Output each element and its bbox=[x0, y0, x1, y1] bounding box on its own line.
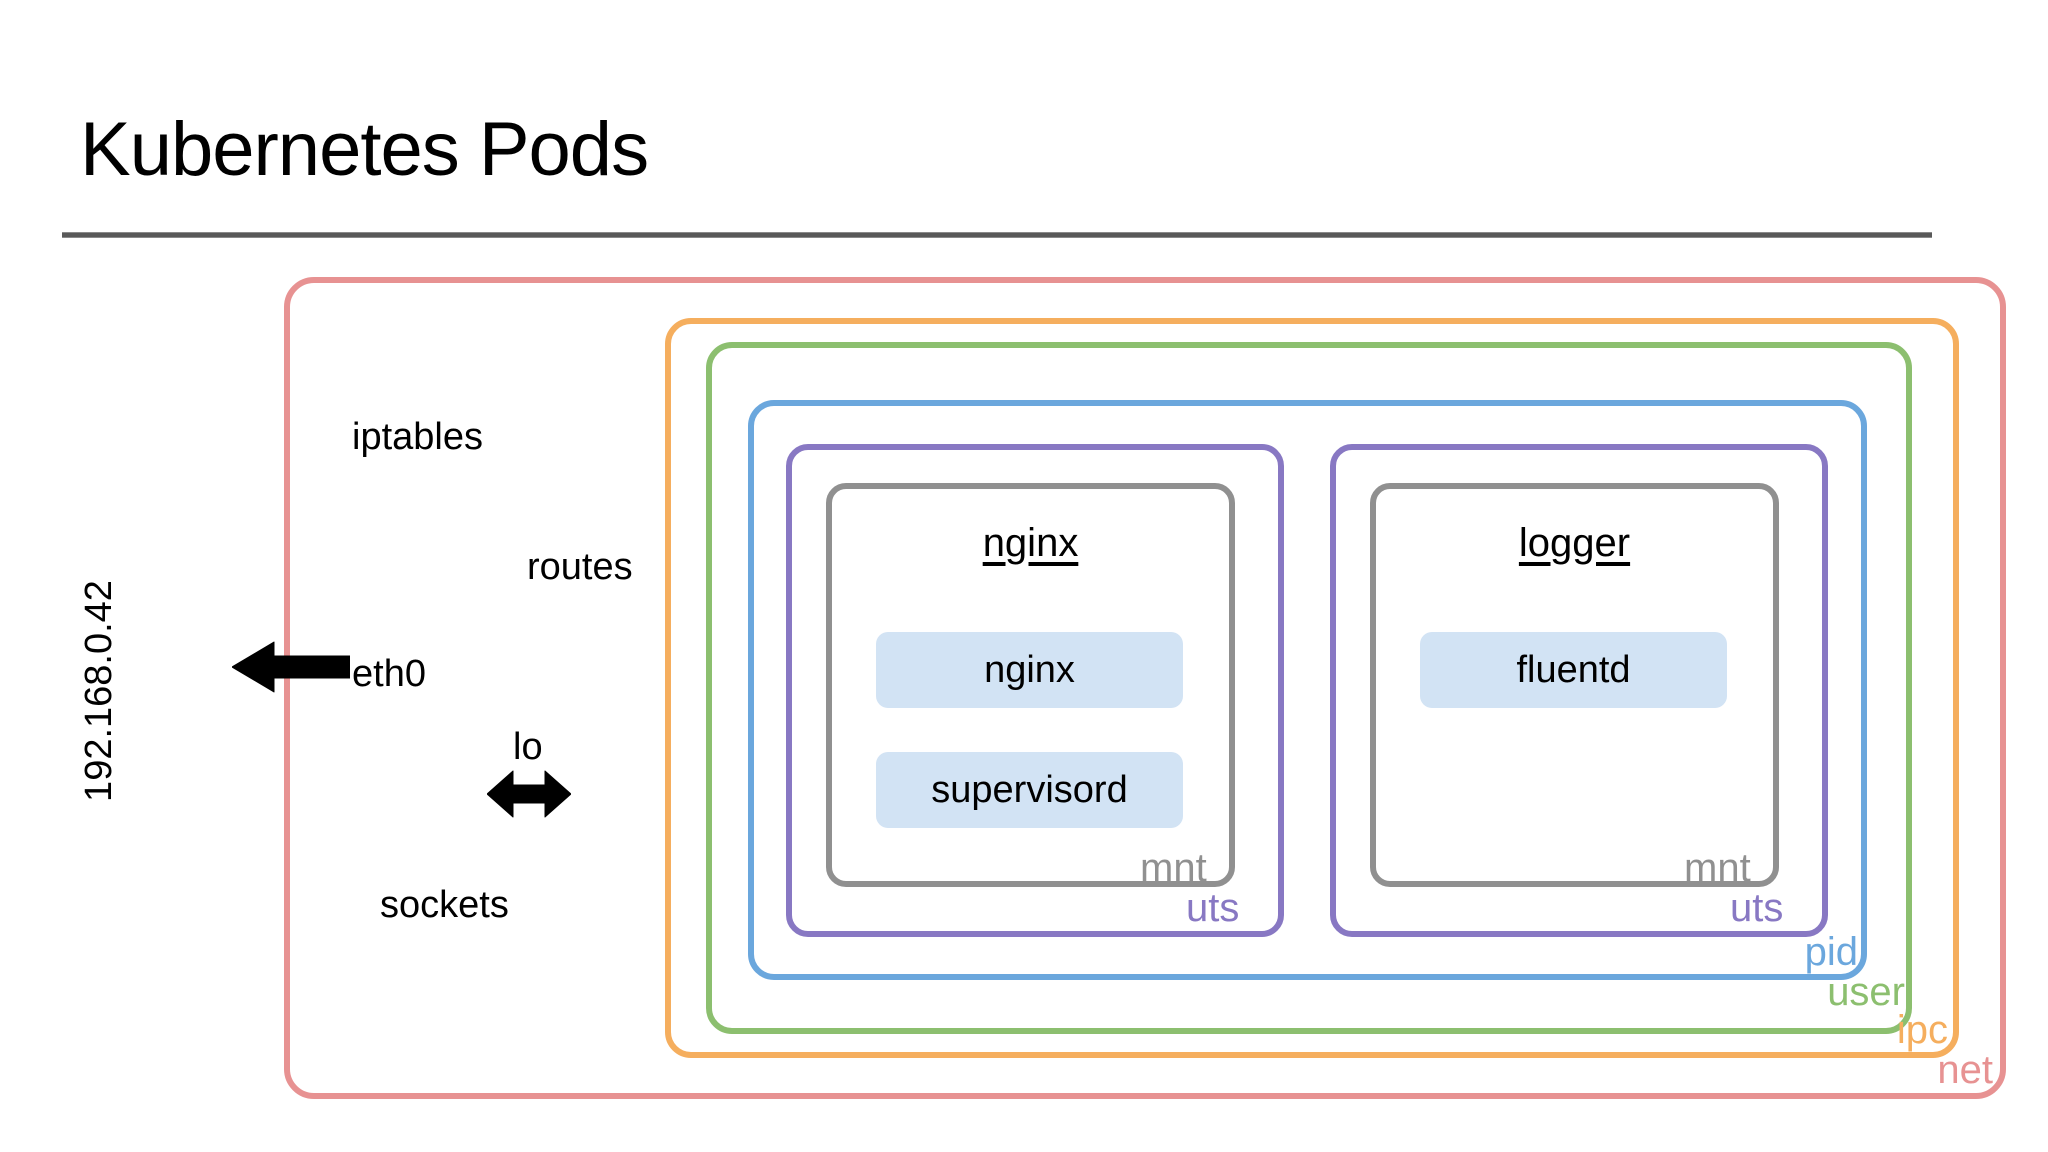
namespace-label-ipc: ipc bbox=[1896, 1008, 1948, 1052]
namespace-box-user bbox=[706, 342, 1912, 1034]
namespace-label-mnt-logger: mnt bbox=[1684, 846, 1751, 890]
namespace-label-net: net bbox=[1937, 1048, 1993, 1092]
host-label-eth0: eth0 bbox=[352, 653, 426, 695]
process-box-nginx: nginx bbox=[876, 632, 1183, 708]
host-label-sockets: sockets bbox=[380, 884, 509, 926]
container-title-logger: logger bbox=[1518, 521, 1631, 565]
eth0-arrow-icon bbox=[232, 641, 350, 693]
namespace-label-mnt-nginx: mnt bbox=[1140, 846, 1207, 890]
title-divider bbox=[62, 232, 1932, 238]
namespace-box-mnt-nginx bbox=[826, 483, 1235, 887]
namespace-label-uts-logger: uts bbox=[1730, 886, 1784, 930]
namespace-box-net bbox=[284, 277, 2006, 1099]
loopback-arrow-icon bbox=[487, 770, 571, 818]
container-title-nginx: nginx bbox=[982, 521, 1079, 565]
namespace-box-uts-nginx bbox=[786, 444, 1284, 937]
namespace-box-mnt-logger bbox=[1370, 483, 1779, 887]
namespace-box-ipc bbox=[665, 318, 1959, 1058]
namespace-label-pid: pid bbox=[1804, 930, 1858, 974]
host-label-loopback: lo bbox=[513, 726, 543, 768]
process-box-supervisord: supervisord bbox=[876, 752, 1183, 828]
process-box-fluentd: fluentd bbox=[1420, 632, 1727, 708]
host-ip-address: 192.168.0.42 bbox=[77, 580, 120, 802]
host-label-iptables: iptables bbox=[352, 416, 483, 458]
page-title: Kubernetes Pods bbox=[80, 107, 649, 192]
namespace-box-uts-logger bbox=[1330, 444, 1828, 937]
namespace-label-user: user bbox=[1827, 970, 1905, 1014]
host-label-routes: routes bbox=[527, 546, 633, 588]
namespace-box-pid bbox=[748, 400, 1867, 980]
namespace-label-uts-nginx: uts bbox=[1186, 886, 1240, 930]
